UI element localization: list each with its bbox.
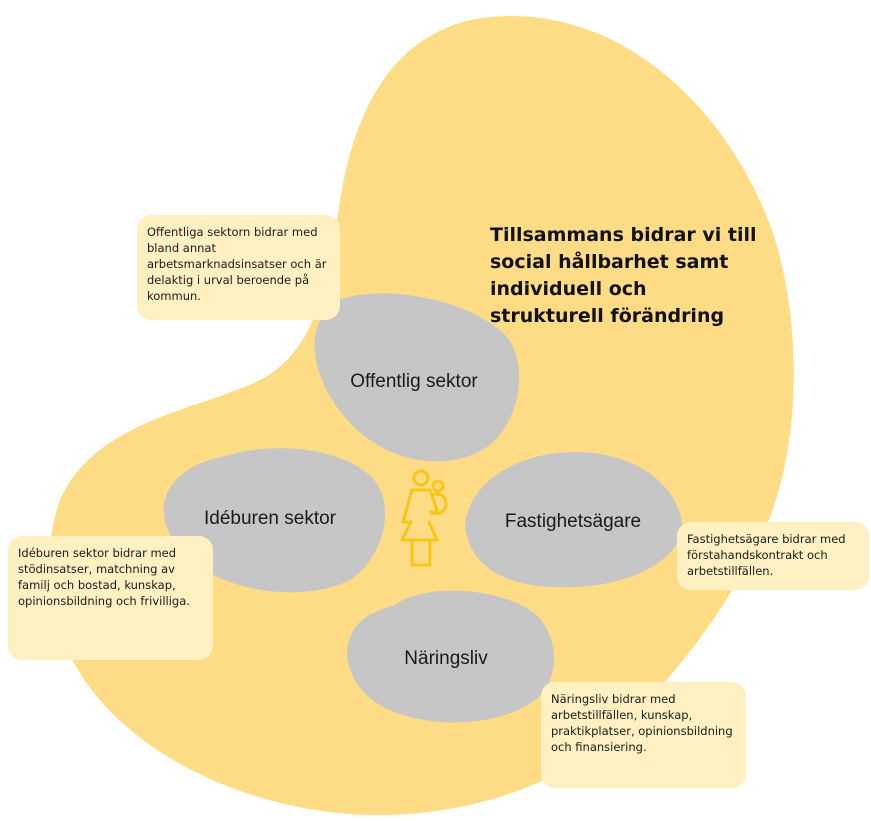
sector-blob-naringsliv bbox=[347, 590, 554, 723]
note-naringsliv: Näringsliv bidrar med arbetstillfällen, … bbox=[541, 682, 746, 788]
sector-blob-fastighet bbox=[465, 452, 682, 588]
sector-blob-offentlig bbox=[314, 293, 520, 462]
note-ideburen-sektor: Idéburen sektor bidrar med stödinsatser,… bbox=[8, 536, 213, 660]
note-offentlig-sektor: Offentliga sektorn bidrar med bland anna… bbox=[137, 215, 340, 320]
diagram-heading: Tillsammans bidrar vi till social hållba… bbox=[490, 224, 757, 327]
label-fastighetsagare: Fastighetsägare bbox=[504, 511, 642, 532]
mother-with-child-icon bbox=[400, 469, 448, 567]
note-fastighetsagare: Fastighetsägare bidrar med förstahandsko… bbox=[677, 522, 869, 590]
label-naringsliv: Näringsliv bbox=[404, 648, 488, 669]
label-ideburen-sektor: Idéburen sektor bbox=[203, 508, 337, 529]
label-offentlig-sektor: Offentlig sektor bbox=[350, 371, 478, 392]
sector-blob-ideburen bbox=[163, 448, 386, 593]
